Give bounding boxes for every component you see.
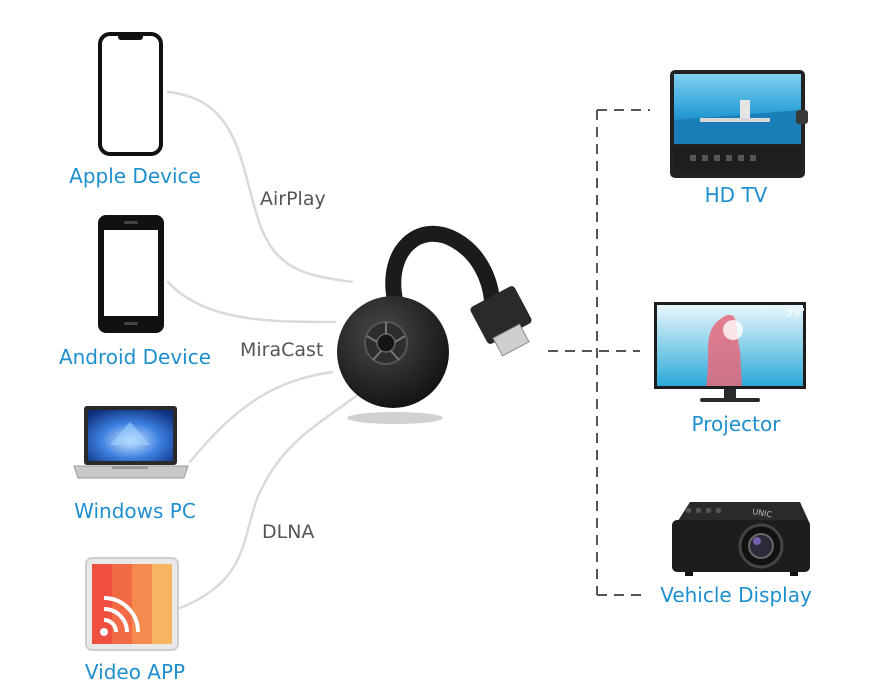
protocol-label-airplay: AirPlay <box>260 188 326 210</box>
protocol-label-dlna: DLNA <box>262 521 314 543</box>
target-label-vehicle: Vehicle Display <box>660 583 812 607</box>
curve-apple <box>166 90 354 284</box>
video-app-icon <box>85 557 179 651</box>
projector-brand: UNIC <box>752 507 773 519</box>
curve-video <box>178 394 358 610</box>
source-label-video: Video APP <box>85 660 185 684</box>
monitor-icon <box>670 70 808 178</box>
android-phone-icon <box>98 215 164 333</box>
laptop-icon <box>73 406 189 479</box>
tv-icon: 39" <box>654 302 806 402</box>
source-label-apple: Apple Device <box>69 164 201 188</box>
curve-windows <box>188 370 334 464</box>
iphone-icon <box>98 32 163 156</box>
source-label-windows: Windows PC <box>74 499 196 523</box>
dashed-connectors <box>548 109 650 596</box>
curve-android <box>166 280 337 324</box>
source-label-android: Android Device <box>59 345 211 369</box>
projector-icon: UNIC <box>672 502 810 576</box>
connection-curves <box>166 90 358 610</box>
protocol-label-miracast: MiraCast <box>240 339 323 361</box>
target-label-projector: Projector <box>692 412 782 436</box>
tv-size-badge: 39" <box>786 306 805 319</box>
target-label-hdtv: HD TV <box>705 183 768 207</box>
hdmi-dongle-icon <box>337 225 532 424</box>
